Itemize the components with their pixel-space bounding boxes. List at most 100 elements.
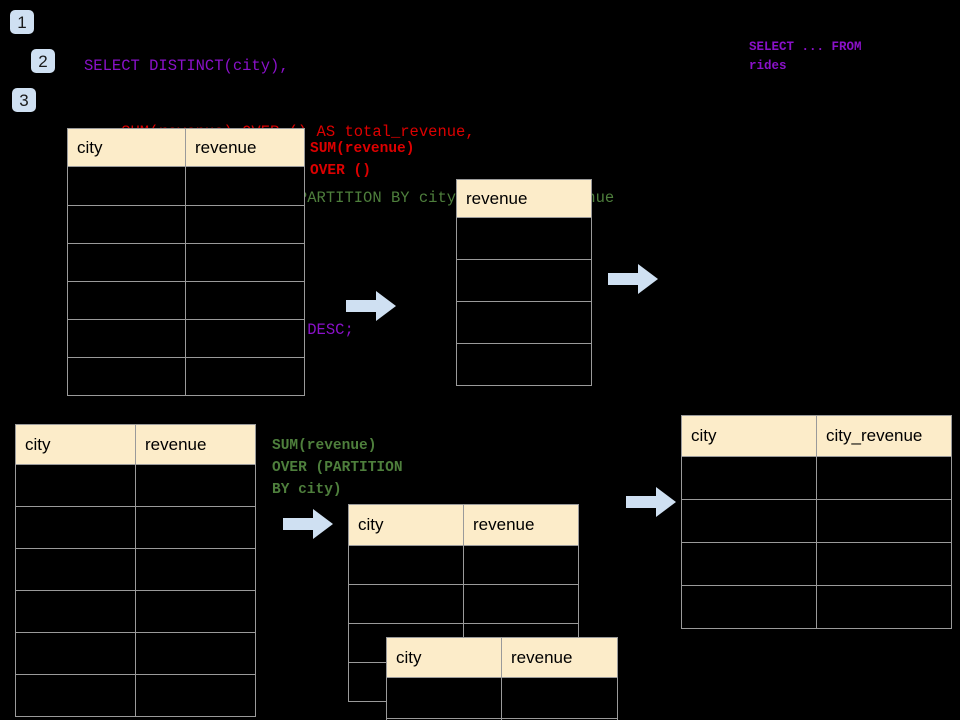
table-cell xyxy=(185,243,305,282)
rides-source-table-bottom: city revenue xyxy=(15,424,256,717)
table-row xyxy=(15,674,256,717)
table-cell xyxy=(456,217,592,260)
table-row xyxy=(15,632,256,675)
table-header-row: revenue xyxy=(456,179,592,218)
sql-line-select: SELECT DISTINCT(city), xyxy=(84,57,289,75)
column-header-city: city xyxy=(386,637,502,678)
table-cell xyxy=(501,677,618,719)
step-badge-1: 1 xyxy=(10,10,34,34)
table-row xyxy=(15,548,256,591)
table-cell xyxy=(185,319,305,358)
table-cell xyxy=(185,166,305,206)
table-body xyxy=(386,677,618,720)
table-header-row: city revenue xyxy=(67,128,305,167)
table-cell xyxy=(681,456,817,500)
column-header-revenue: revenue xyxy=(463,504,579,546)
table-cell xyxy=(67,281,186,320)
table-header-row: city revenue xyxy=(348,504,579,546)
table-body xyxy=(681,456,952,629)
table-row xyxy=(681,499,952,543)
table-cell xyxy=(348,545,464,585)
table-cell xyxy=(816,585,952,629)
table-row xyxy=(15,506,256,549)
result-table: city city_revenue xyxy=(681,415,952,629)
table-row xyxy=(15,590,256,633)
table-row xyxy=(348,545,579,585)
table-cell xyxy=(348,584,464,624)
table-cell xyxy=(501,718,618,720)
table-cell xyxy=(135,506,256,549)
table-row xyxy=(67,357,305,396)
table-cell xyxy=(67,166,186,206)
table-cell xyxy=(816,499,952,543)
table-cell xyxy=(185,357,305,396)
table-cell xyxy=(67,243,186,282)
annotation-city-revenue: SUM(revenue) OVER (PARTITION BY city) xyxy=(272,438,403,498)
table-cell xyxy=(816,542,952,586)
step-badge-2: 2 xyxy=(31,49,55,73)
table-row xyxy=(67,243,305,282)
step-badge-3: 3 xyxy=(12,88,36,112)
column-header-revenue: revenue xyxy=(185,128,305,167)
table-body xyxy=(67,166,305,396)
table-body xyxy=(456,217,592,386)
table-cell xyxy=(681,542,817,586)
table-row xyxy=(67,281,305,320)
table-cell xyxy=(456,343,592,386)
table-cell xyxy=(135,632,256,675)
table-cell xyxy=(463,584,579,624)
table-cell xyxy=(15,674,136,717)
table-row xyxy=(348,584,579,624)
table-row xyxy=(456,259,592,302)
table-header-row: city city_revenue xyxy=(681,415,952,457)
table-cell xyxy=(185,281,305,320)
table-header-row: city revenue xyxy=(386,637,618,678)
table-cell xyxy=(15,632,136,675)
table-cell xyxy=(15,590,136,633)
table-row xyxy=(456,343,592,386)
table-cell xyxy=(135,590,256,633)
table-cell xyxy=(15,506,136,549)
table-row xyxy=(386,718,618,720)
table-row xyxy=(681,542,952,586)
table-cell xyxy=(15,464,136,507)
table-header-row: city revenue xyxy=(15,424,256,465)
table-row xyxy=(456,217,592,260)
column-header-city: city xyxy=(348,504,464,546)
table-row xyxy=(67,166,305,206)
rides-source-table-top: city revenue xyxy=(67,128,305,396)
table-row xyxy=(67,319,305,358)
table-cell xyxy=(67,357,186,396)
table-cell xyxy=(681,585,817,629)
table-cell xyxy=(135,548,256,591)
column-header-city-revenue: city_revenue xyxy=(816,415,952,457)
arrow-bottom-left xyxy=(283,509,333,539)
column-header-city: city xyxy=(681,415,817,457)
sql-aside-select-from-rides: SELECT ... FROM rides xyxy=(749,40,862,73)
total-revenue-table: revenue xyxy=(456,179,592,386)
table-row xyxy=(15,464,256,507)
table-cell xyxy=(681,499,817,543)
table-row xyxy=(456,301,592,344)
table-body xyxy=(15,464,256,717)
table-cell xyxy=(816,456,952,500)
column-header-revenue: revenue xyxy=(501,637,618,678)
table-row xyxy=(681,585,952,629)
arrow-top-right xyxy=(608,264,658,294)
column-header-city: city xyxy=(15,424,136,465)
table-cell xyxy=(456,259,592,302)
table-cell xyxy=(15,548,136,591)
table-cell xyxy=(67,205,186,244)
partition-table-back: city revenue xyxy=(348,504,579,702)
column-header-revenue: revenue xyxy=(456,179,592,218)
column-header-revenue: revenue xyxy=(135,424,256,465)
annotation-total-revenue: SUM(revenue) OVER () xyxy=(310,141,415,179)
table-cell xyxy=(386,677,502,719)
table-cell xyxy=(463,545,579,585)
table-cell xyxy=(456,301,592,344)
table-row xyxy=(681,456,952,500)
arrow-bottom-right xyxy=(626,487,676,517)
table-cell xyxy=(135,464,256,507)
column-header-city: city xyxy=(67,128,186,167)
